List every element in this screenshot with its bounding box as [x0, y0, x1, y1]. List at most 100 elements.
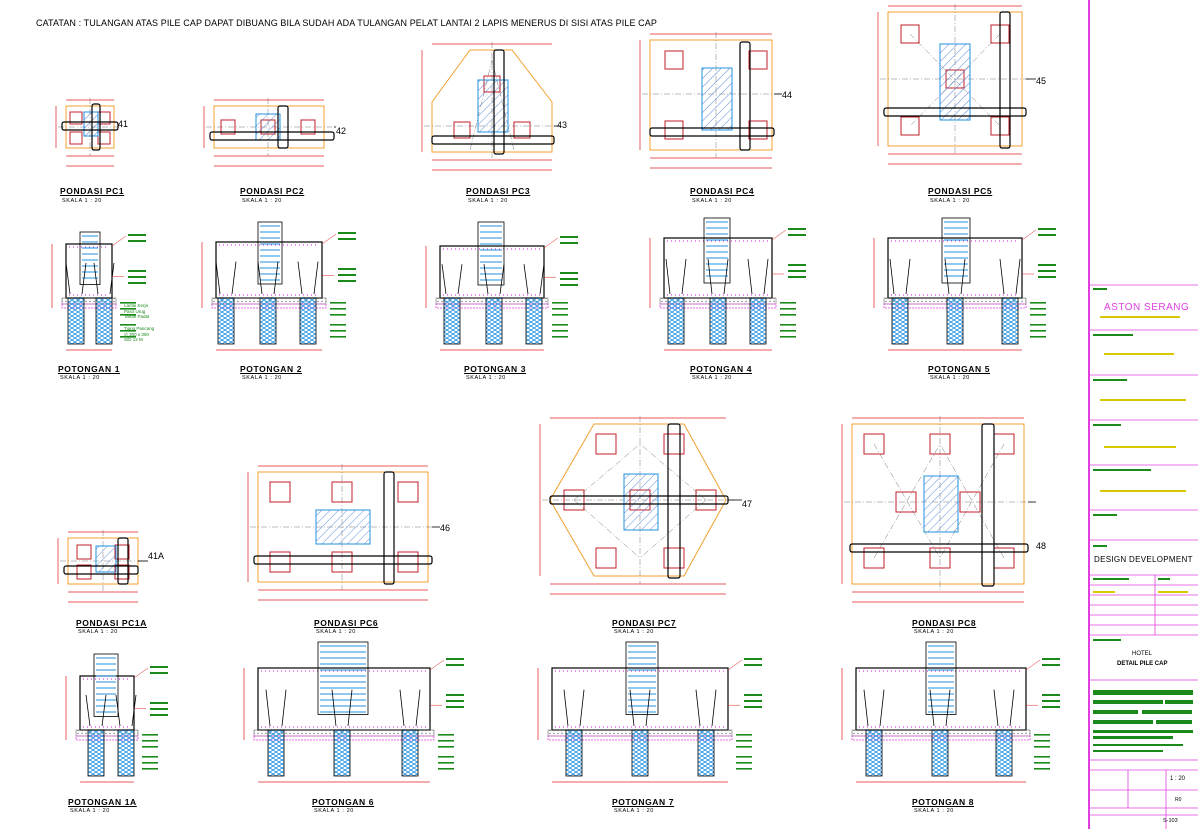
- pile-anchor-bar: [93, 262, 99, 295]
- rebar-label: [338, 274, 356, 276]
- rebar-label: [1042, 694, 1060, 696]
- rebar-label: [560, 278, 578, 280]
- rebar-horizontal: [649, 127, 775, 137]
- column: [95, 545, 117, 573]
- leader-line: [1021, 229, 1037, 241]
- pile-anchor-bar: [347, 689, 353, 727]
- pile: [595, 433, 617, 455]
- pile-anchor-bar: [945, 689, 951, 727]
- rebar-label: [128, 234, 146, 236]
- pile-anchor-bar: [441, 264, 447, 295]
- pile-anchor-bar: [1009, 689, 1015, 727]
- rebar-vertical: [277, 105, 289, 149]
- label-tiang-size: ∅ 300 x 300: [124, 331, 149, 337]
- pile: [114, 564, 130, 580]
- pile: [513, 121, 531, 139]
- pile: [748, 120, 768, 140]
- pile-anchor-bar: [539, 264, 545, 295]
- leader-line: [543, 237, 559, 249]
- pile: [895, 491, 917, 513]
- rebar-label: [744, 700, 762, 702]
- layer-label: [1030, 336, 1046, 338]
- rebar-label: [744, 694, 762, 696]
- project-name: ASTON SERANG: [1104, 302, 1190, 313]
- section-tag-pc5: 45: [1036, 76, 1047, 86]
- layer-label: [1030, 308, 1046, 310]
- layer-label: [1034, 746, 1050, 748]
- leader-line: [727, 659, 743, 671]
- column-section: [93, 653, 119, 717]
- pile: [69, 131, 83, 145]
- pile: [929, 433, 951, 455]
- layer-label: [1030, 302, 1046, 304]
- layer-label: [330, 324, 346, 326]
- layer-label: [1030, 330, 1046, 332]
- pile-anchor-bar: [523, 264, 529, 295]
- pile-anchor-bar: [257, 261, 263, 295]
- rebar-label: [446, 706, 464, 708]
- rebar-horizontal: [883, 107, 1027, 117]
- pile-anchor-bar: [499, 264, 505, 295]
- pile-cap-section: [887, 237, 1023, 299]
- layer-label: [438, 768, 454, 770]
- pile-anchor-bar: [681, 258, 687, 295]
- pile: [663, 547, 685, 569]
- pile-section: [443, 297, 461, 345]
- pile-cap-outline: [649, 39, 773, 151]
- layer-label: [1034, 740, 1050, 742]
- pile: [220, 119, 236, 135]
- layer-label: [142, 734, 158, 736]
- pile-anchor-bar: [415, 689, 421, 727]
- layer-label: [736, 762, 752, 764]
- column: [477, 79, 509, 133]
- plan-title-pc4: PONDASI PC4: [690, 186, 755, 196]
- rebar-label: [788, 270, 806, 272]
- pile-anchor-bar: [747, 258, 753, 295]
- column-section: [925, 641, 957, 715]
- rebar-label: [1042, 706, 1060, 708]
- section-tag-pc4: 44: [782, 90, 793, 100]
- section-6: [243, 641, 464, 783]
- label-tiang-depth: S/D 12 M: [124, 337, 143, 342]
- layer-label: [120, 308, 136, 310]
- pile-anchor-bar: [763, 258, 769, 295]
- layer-label: [1030, 314, 1046, 316]
- pile: [563, 489, 585, 511]
- layer-label: [780, 314, 796, 316]
- rebar-horizontal: [61, 121, 119, 131]
- rebar-label: [788, 264, 806, 266]
- pile-section: [485, 297, 503, 345]
- section-1: [51, 231, 146, 351]
- section-2: [201, 221, 356, 351]
- plan-title-pc7: PONDASI PC7: [612, 618, 677, 628]
- plan-pc2: [203, 98, 336, 167]
- pile-cap-section: [439, 245, 545, 299]
- rebar-label: [744, 706, 762, 708]
- pile-anchor-bar: [944, 258, 950, 295]
- pile-cap-section: [855, 667, 1027, 731]
- pile-section: [931, 729, 949, 777]
- pile-section: [631, 729, 649, 777]
- pile-section: [995, 729, 1013, 777]
- pile-anchor-bar: [999, 258, 1005, 295]
- layer-label: [780, 324, 796, 326]
- pile-section: [749, 297, 767, 345]
- pile: [397, 551, 419, 573]
- layer-label: [438, 762, 454, 764]
- rebar-label: [338, 238, 356, 240]
- layer-label: [736, 756, 752, 758]
- layer-label: [120, 314, 136, 316]
- plan-scale-pc2: SKALA 1 : 20: [242, 198, 282, 204]
- section-5: [873, 217, 1056, 351]
- rebar-label: [560, 236, 578, 238]
- layer-label: [330, 302, 346, 304]
- pile-section: [697, 729, 715, 777]
- sheet-number: S-103: [1163, 818, 1178, 824]
- pile-section: [117, 729, 135, 777]
- layer-label: [736, 746, 752, 748]
- column-section: [477, 221, 505, 286]
- rebar-vertical: [999, 11, 1011, 149]
- layer-label: [330, 308, 346, 310]
- rebar-label: [1038, 234, 1056, 236]
- pile-section: [95, 297, 113, 345]
